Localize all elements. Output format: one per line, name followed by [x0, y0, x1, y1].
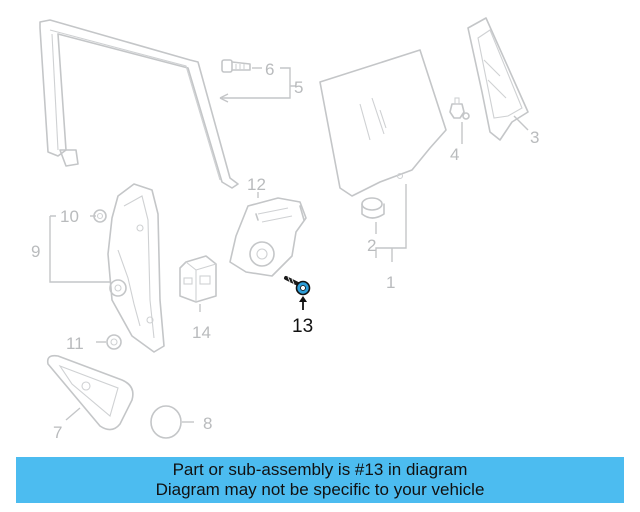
info-banner: Part or sub-assembly is #13 in diagram D…: [16, 457, 624, 503]
callout-13: 13: [292, 316, 313, 337]
callout-4: 4: [450, 145, 459, 164]
part-12-window-motor[interactable]: [229, 197, 307, 277]
part-11-nut[interactable]: [106, 334, 122, 350]
part-4-stud[interactable]: [449, 97, 470, 120]
part-1-door-glass[interactable]: [319, 49, 447, 197]
callout-10: 10: [60, 207, 79, 226]
part-2-bushing[interactable]: [361, 197, 385, 219]
part-13-screw[interactable]: [284, 276, 311, 296]
part-14-bracket[interactable]: [179, 255, 217, 303]
part-7-trim-cover[interactable]: [46, 354, 134, 431]
callout-11: 11: [66, 334, 84, 353]
callout-labels: 1 2 3 4 5 6 7 8 9 10 11 12 13 14: [31, 60, 539, 442]
callout-12: 12: [247, 175, 266, 194]
part-3-vent-glass[interactable]: [467, 17, 529, 141]
callout-2: 2: [367, 236, 376, 255]
callout-3: 3: [530, 128, 539, 147]
part-8-plug[interactable]: [150, 405, 182, 439]
callout-7: 7: [53, 423, 62, 442]
callout-14: 14: [192, 323, 211, 342]
callout-6: 6: [265, 60, 274, 79]
callout-9: 9: [31, 242, 40, 261]
parts-diagram: 1 2 3 4 5 6 7 8 9 10 11 12 13 14: [31, 17, 539, 442]
part-5-run-channel[interactable]: [39, 19, 239, 189]
callout-5: 5: [294, 78, 303, 97]
banner-line-1: Part or sub-assembly is #13 in diagram: [172, 460, 468, 479]
callout-1: 1: [386, 273, 395, 292]
leader-lines: [49, 67, 529, 423]
callout-8: 8: [203, 414, 212, 433]
part-9-regulator[interactable]: [107, 183, 165, 353]
part-6-bolt[interactable]: [221, 59, 251, 73]
banner-line-2: Diagram may not be specific to your vehi…: [155, 480, 485, 499]
